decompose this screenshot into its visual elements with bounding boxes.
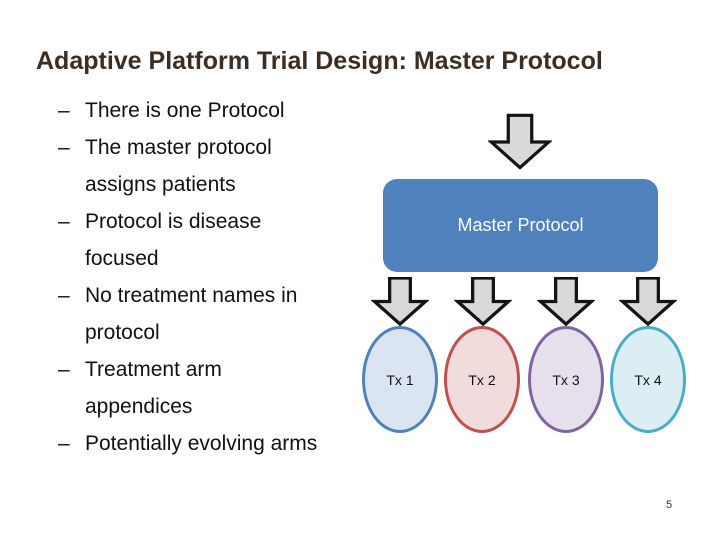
down-arrow-icon (488, 113, 552, 170)
treatment-arm-label: Tx 3 (552, 371, 580, 388)
treatment-arm-ellipse: Tx 4 (610, 326, 686, 433)
treatment-arm-label: Tx 2 (468, 371, 496, 388)
treatment-arm-label: Tx 1 (386, 371, 414, 388)
dash-bullet: – (58, 432, 70, 455)
slide-title: Adaptive Platform Trial Design: Master P… (36, 47, 603, 75)
down-arrow-icon (454, 277, 512, 326)
list-item: –There is one Protocol (58, 92, 322, 129)
list-item-text: Potentially evolving arms (85, 432, 318, 455)
list-item-text: There is one Protocol (85, 99, 285, 122)
list-item: –The master protocol assigns patients (58, 129, 322, 203)
master-protocol-box: Master Protocol (383, 179, 658, 272)
down-arrow-icon (619, 277, 677, 326)
master-protocol-label: Master Protocol (457, 215, 584, 235)
dash-bullet: – (58, 136, 70, 159)
page-number: 5 (666, 499, 673, 511)
list-item-text: No treatment names in protocol (85, 284, 298, 344)
list-item-text: The master protocol assigns patients (85, 136, 272, 196)
list-item: –Potentially evolving arms (58, 425, 322, 462)
list-item: –Protocol is disease focused (58, 203, 322, 277)
dash-bullet: – (58, 358, 70, 381)
list-item-text: Protocol is disease focused (85, 210, 262, 270)
treatment-arm-ellipse: Tx 1 (362, 326, 438, 433)
down-arrow-icon (537, 277, 595, 326)
treatment-arm-ellipse: Tx 2 (444, 326, 520, 433)
list-item: –No treatment names in protocol (58, 277, 322, 351)
list-item: –Treatment arm appendices (58, 351, 322, 425)
dash-bullet: – (58, 210, 70, 233)
dash-bullet: – (58, 284, 70, 307)
list-item-text: Treatment arm appendices (85, 358, 222, 418)
treatment-arm-label: Tx 4 (634, 371, 662, 388)
down-arrow-icon (371, 277, 429, 326)
bullet-list: –There is one Protocol –The master proto… (58, 92, 322, 462)
dash-bullet: – (58, 99, 70, 122)
treatment-arm-ellipse: Tx 3 (528, 326, 604, 433)
